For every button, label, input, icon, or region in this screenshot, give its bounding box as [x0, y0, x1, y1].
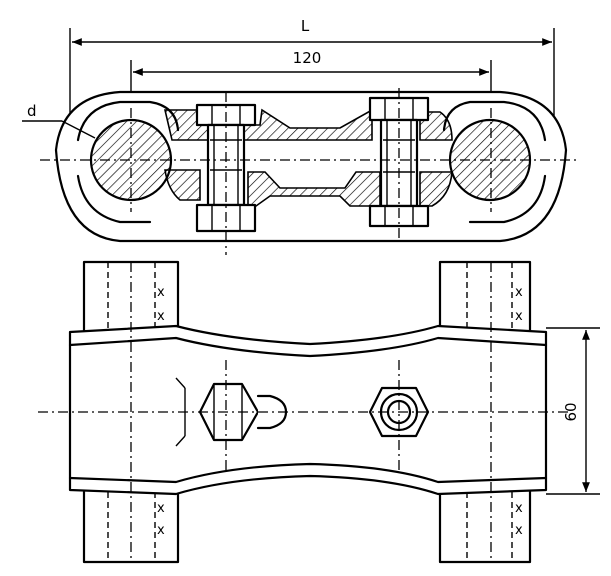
dimension-width: 60 — [546, 327, 600, 495]
cross-mark: x — [157, 309, 165, 324]
cross-mark: x — [515, 501, 523, 516]
diameter-label: d — [27, 102, 37, 120]
cross-mark: x — [515, 309, 523, 324]
cross-mark: x — [515, 285, 523, 300]
cross-mark: x — [515, 523, 523, 538]
section-view: L 120 — [22, 17, 580, 255]
cross-mark: x — [157, 523, 165, 538]
centerlines-section — [40, 88, 580, 255]
clamp-body-section — [54, 90, 568, 243]
plan-view: x x x x x x x x 60 — [38, 260, 600, 564]
centerlines-plan — [38, 262, 570, 562]
cross-marks: x x x x x x x x — [157, 285, 523, 538]
dimension-diameter: d — [22, 102, 96, 139]
bolt-head-left-plan — [175, 377, 288, 447]
cross-mark: x — [157, 501, 165, 516]
width-label: 60 — [562, 402, 580, 421]
overall-length-label: L — [301, 17, 310, 35]
bolt-spacing-label: 120 — [293, 49, 322, 67]
clamp-body-plan — [68, 324, 548, 496]
cross-mark: x — [157, 285, 165, 300]
conductor-left-section — [89, 118, 173, 202]
